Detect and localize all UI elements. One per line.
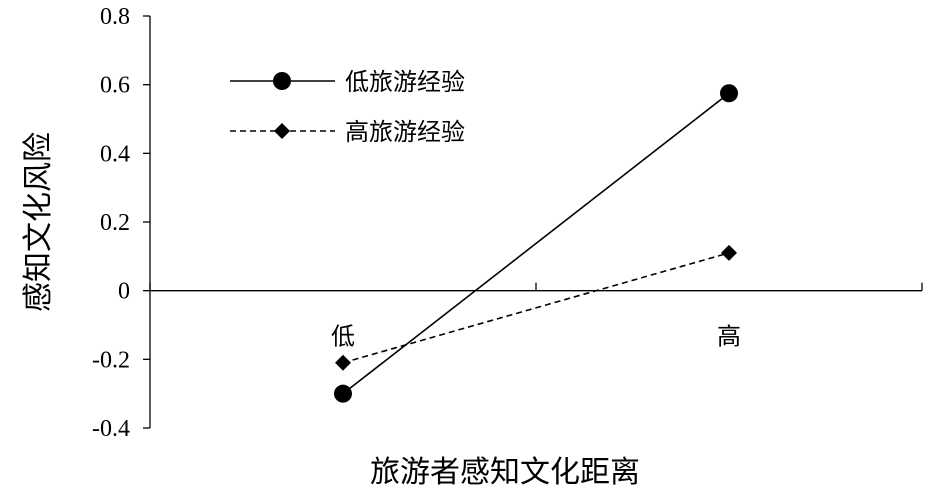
legend-label-low-experience: 低旅游经验: [345, 68, 465, 96]
series-line: [342, 252, 730, 364]
y-tick-label: 0.6: [100, 73, 130, 99]
data-point: [720, 84, 738, 103]
y-axis: -0.4 -0.2 0 0.2 0.4 0.6 0.8: [92, 4, 151, 442]
series-low-experience: [334, 84, 738, 403]
legend-label-high-experience: 高旅游经验: [345, 118, 465, 146]
data-point: [335, 354, 351, 371]
y-tick-label: 0.4: [100, 141, 130, 167]
data-point: [721, 244, 737, 261]
x-axis-title: 旅游者感知文化距离: [370, 455, 640, 490]
x-category-label: 低: [331, 323, 355, 351]
legend-marker: [273, 72, 291, 90]
series-high-experience: [335, 244, 737, 371]
y-tick-label: 0.8: [100, 4, 130, 30]
y-tick-label: 0: [118, 279, 130, 305]
y-tick-label: -0.4: [92, 416, 130, 442]
legend: 低旅游经验 高旅游经验: [230, 68, 465, 146]
data-point: [334, 384, 352, 403]
y-axis-title: 感知文化风险: [21, 132, 56, 312]
series-layer: [334, 84, 738, 403]
y-tick-label: -0.2: [92, 347, 130, 373]
x-category-label: 高: [717, 323, 741, 351]
x-axis: 低高: [149, 282, 923, 351]
legend-marker: [274, 123, 290, 139]
y-tick-label: 0.2: [100, 210, 130, 236]
series-line: [342, 92, 730, 395]
